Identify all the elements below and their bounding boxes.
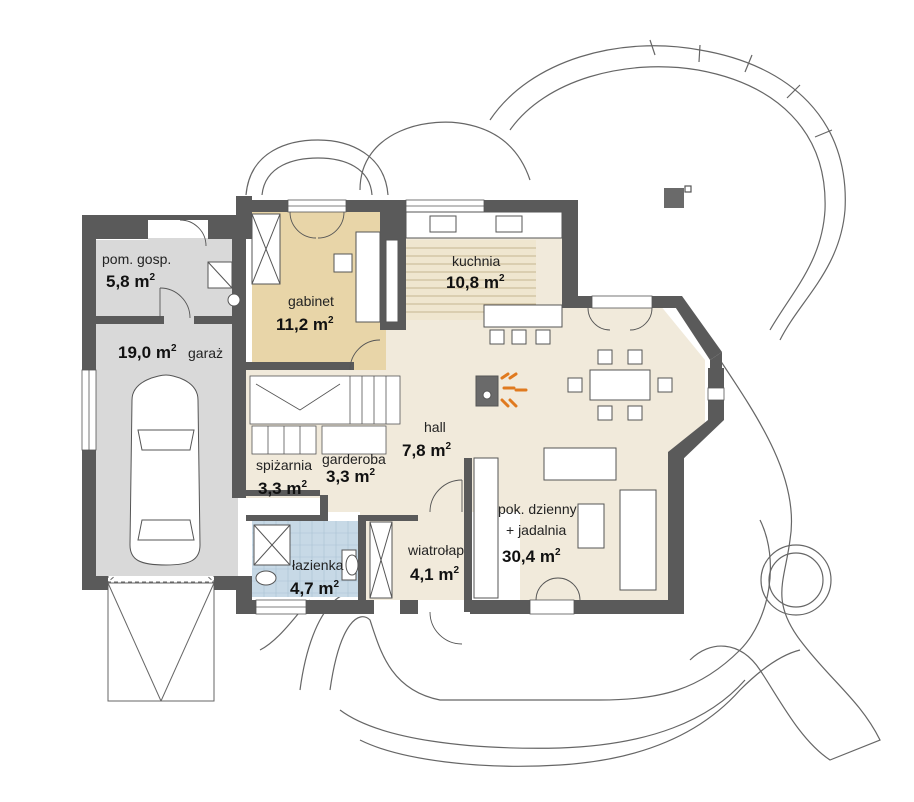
- room-area: 5,8 m2: [106, 272, 156, 291]
- door-swings: [159, 211, 653, 645]
- room-name: garaż: [188, 345, 223, 361]
- room-name: spiżarnia: [256, 457, 312, 473]
- room-area: 4,1 m2: [410, 565, 460, 584]
- room-label-wiatrolap: wiatrołap 4,1 m2: [407, 542, 464, 584]
- room-name: pok. dzienny: [498, 501, 577, 517]
- room-label-gabinet: gabinet 11,2 m2: [276, 293, 334, 334]
- room-area: 10,8 m2: [446, 273, 505, 292]
- room-area: 19,0 m2: [118, 343, 177, 362]
- room-label-pom-gosp: pom. gosp. 5,8 m2: [102, 251, 171, 291]
- room-labels: pom. gosp. 5,8 m2 19,0 m2 garaż gabinet …: [102, 251, 577, 598]
- windows: [81, 199, 725, 615]
- room-area: 30,4 m2: [502, 547, 561, 566]
- room-label-hall: hall 7,8 m2: [402, 419, 452, 460]
- room-name: kuchnia: [452, 253, 500, 269]
- fireplace-flames: [500, 372, 528, 408]
- room-area: 3,3 m2: [326, 467, 376, 486]
- room-name: łazienka: [292, 557, 344, 573]
- staircase: [249, 375, 401, 455]
- room-name: wiatrołap: [407, 542, 464, 558]
- room-name: garderoba: [322, 451, 386, 467]
- furniture: [129, 211, 673, 599]
- room-label-pokoj-dzienny: pok. dzienny + jadalnia 30,4 m2: [498, 501, 577, 566]
- room-label-garaz: 19,0 m2 garaż: [118, 343, 223, 362]
- room-area: 7,8 m2: [402, 441, 452, 460]
- room-area: 11,2 m2: [276, 315, 334, 334]
- room-label-lazienka: łazienka 4,7 m2: [290, 557, 344, 598]
- room-label-kuchnia: kuchnia 10,8 m2: [446, 253, 505, 292]
- room-label-garderoba: garderoba 3,3 m2: [322, 451, 386, 486]
- garden-outlines: [245, 39, 881, 767]
- room-name: hall: [424, 419, 446, 435]
- room-name-line2: + jadalnia: [506, 522, 567, 538]
- room-label-spizarnia: spiżarnia 3,3 m2: [256, 457, 312, 498]
- kitchen-floor-stripes: [398, 247, 536, 313]
- room-area: 3,3 m2: [258, 479, 308, 498]
- room-name: pom. gosp.: [102, 251, 171, 267]
- room-name: gabinet: [288, 293, 334, 309]
- room-area: 4,7 m2: [290, 579, 340, 598]
